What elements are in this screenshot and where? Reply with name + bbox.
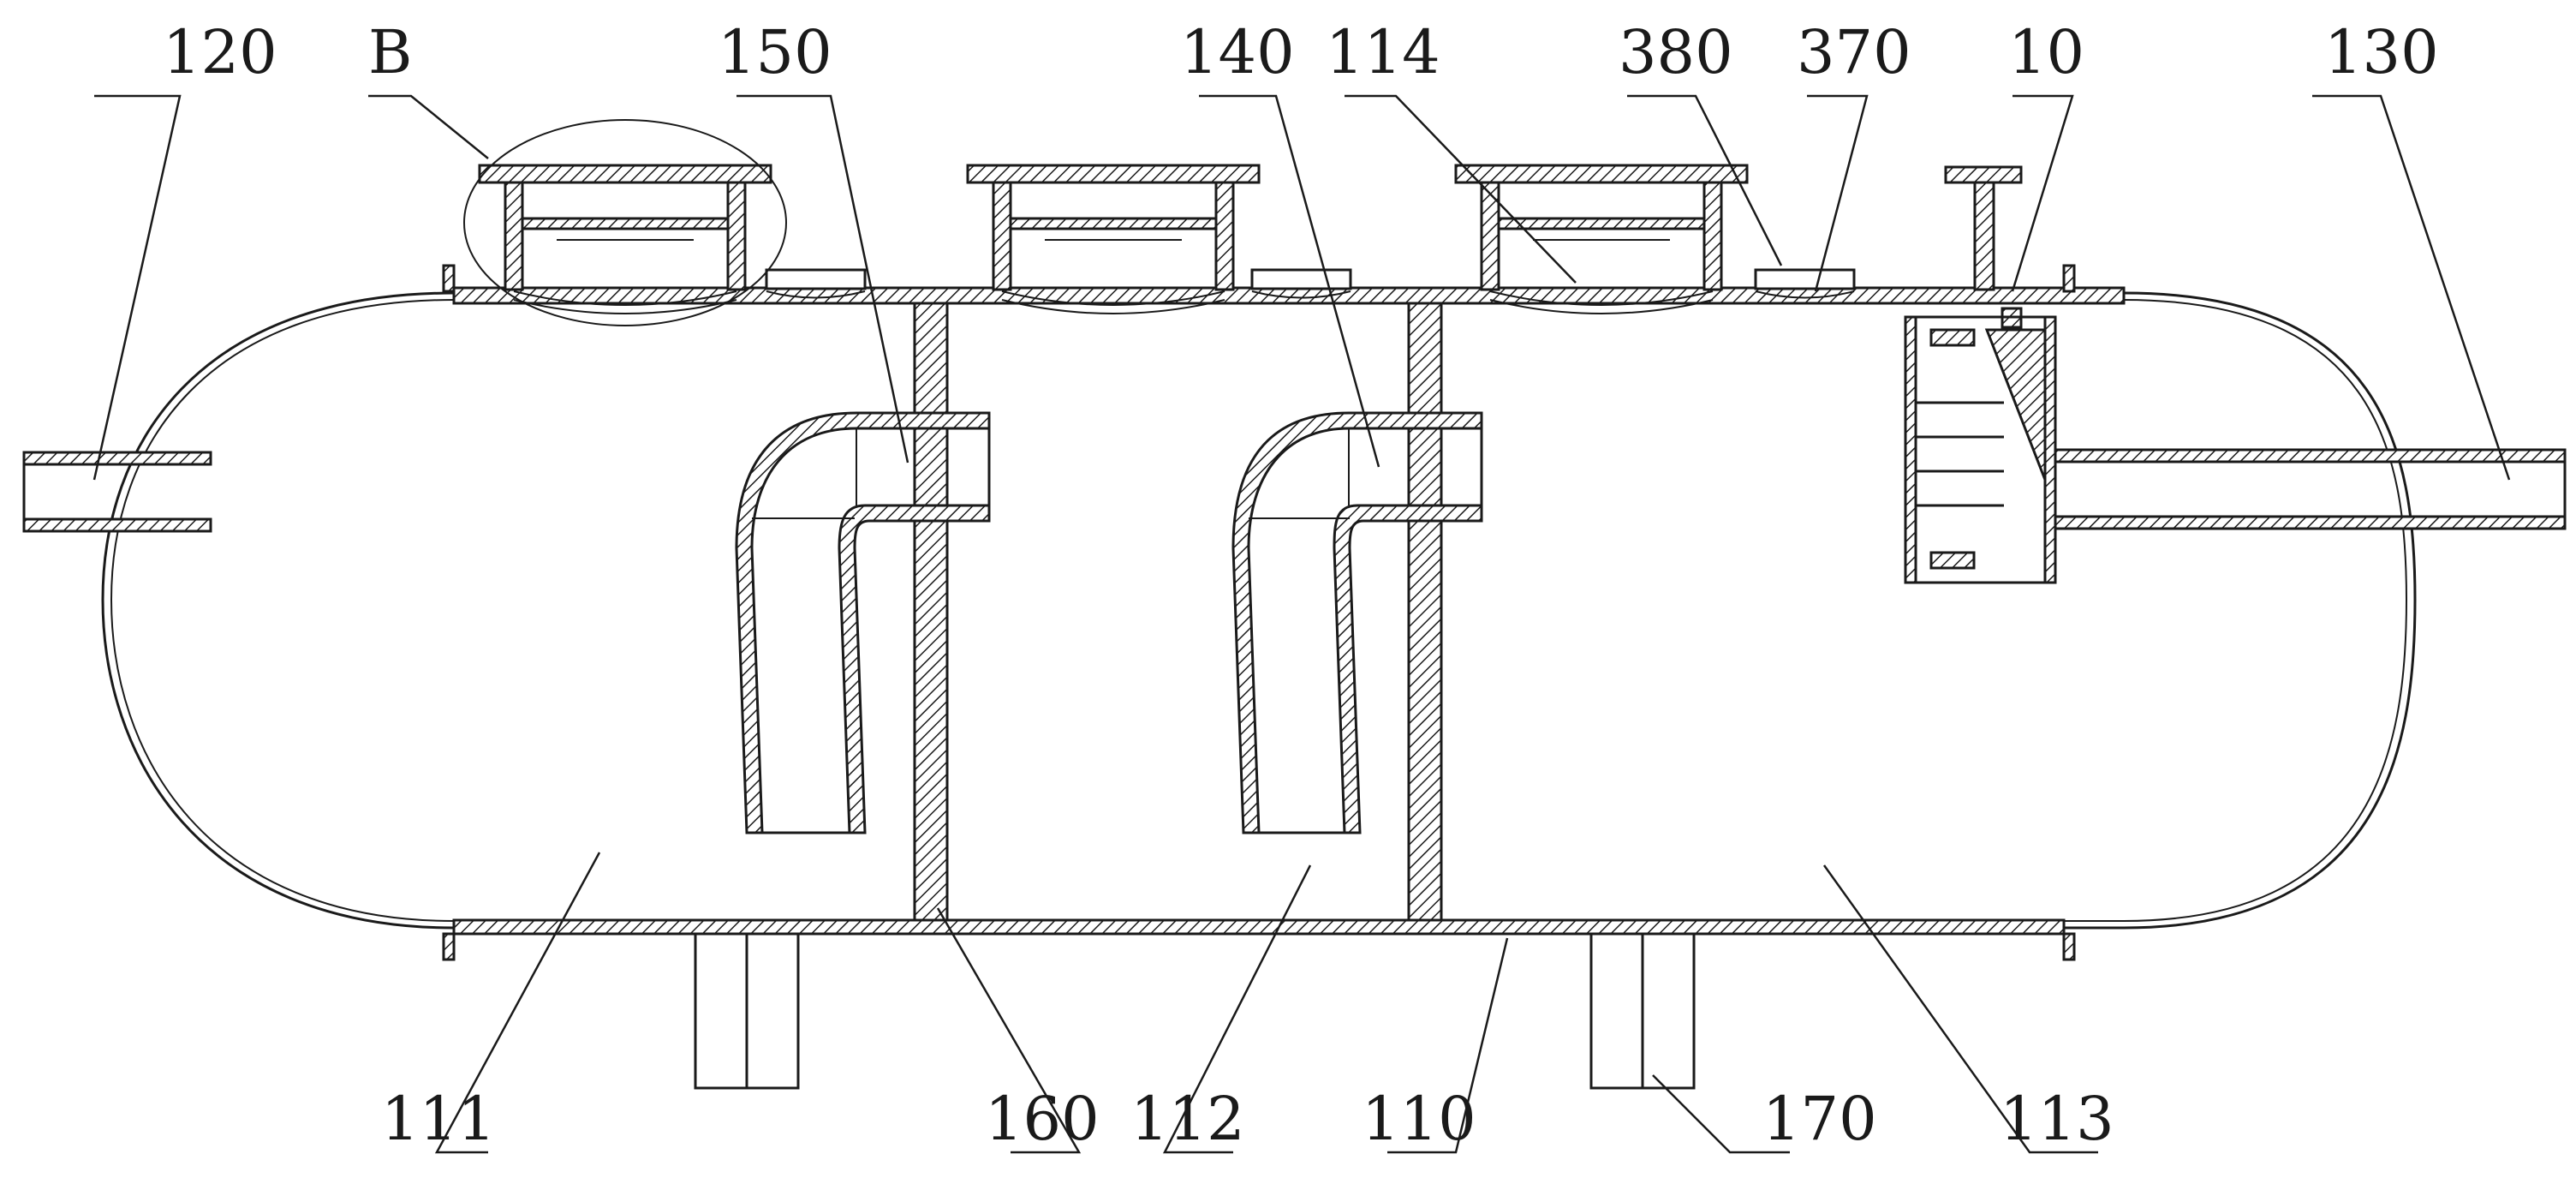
top-plate [452,286,2126,305]
leader-lines [92,94,2511,1154]
label-160: 160 [985,1084,1100,1154]
label-150: 150 [718,17,832,87]
vent-cap-1 [765,268,867,299]
manhole-cover-3 [1454,164,1749,314]
label-114: 114 [1326,17,1440,87]
elbow-pipe-150 [735,411,991,834]
label-120: 120 [163,17,277,87]
outlet-pipe-130 [2054,448,2567,530]
label-10: 10 [2008,17,2084,87]
bottom-plate-110 [452,918,2066,936]
label-110: 110 [1362,1084,1476,1154]
manhole-cover-2 [966,164,1261,314]
manhole-cover-1 [478,164,772,314]
top-flange-left [442,264,456,293]
partition-wall-2 [1407,302,1443,922]
label-B: B [368,17,412,87]
bottom-flange-left [442,932,456,961]
vent-cap-370 [1754,268,1856,299]
label-370: 370 [1797,17,1911,87]
bottom-flange-right [2062,932,2076,961]
elbow-pipe-140 [1231,411,1483,834]
label-112: 112 [1130,1084,1245,1154]
partition-wall-160 [913,302,949,922]
label-170: 170 [1762,1084,1877,1154]
valve-assembly-10 [1904,165,2057,584]
label-111: 111 [381,1084,496,1154]
label-113: 113 [2000,1084,2114,1154]
support-leg-170 [1589,932,1696,1090]
top-flange-right [2062,264,2076,293]
inlet-pipe-120 [22,451,212,533]
detail-circle-B [463,119,787,326]
label-130: 130 [2324,17,2439,87]
label-140: 140 [1180,17,1295,87]
support-leg-left [694,932,800,1090]
label-380: 380 [1619,17,1733,87]
